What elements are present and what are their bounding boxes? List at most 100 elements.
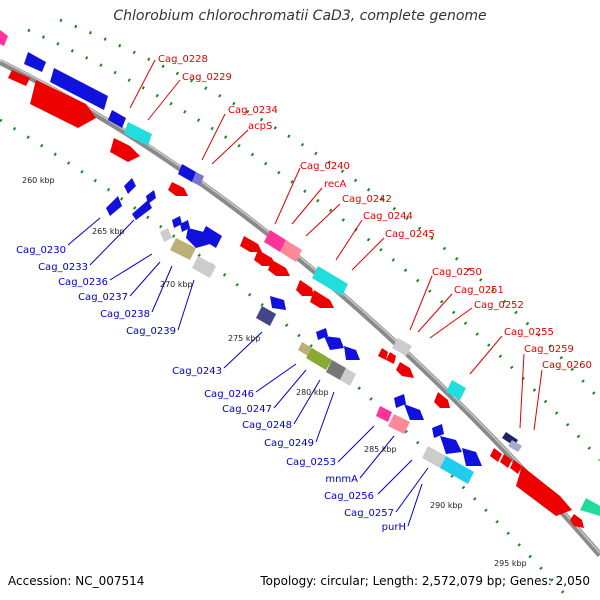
- gene-feature[interactable]: [344, 346, 360, 360]
- gene-label[interactable]: acpS: [248, 121, 272, 132]
- gene-label[interactable]: Cag_0246: [204, 389, 254, 400]
- gene-feature[interactable]: [404, 404, 424, 420]
- gene-feature[interactable]: [508, 440, 522, 452]
- gene-feature[interactable]: [340, 368, 356, 386]
- gene-feature[interactable]: [180, 220, 190, 232]
- gene-label[interactable]: Cag_0255: [504, 327, 554, 338]
- gene-feature[interactable]: [50, 68, 108, 110]
- gene-feature[interactable]: [570, 514, 584, 528]
- gene-label[interactable]: mnmA: [325, 474, 358, 485]
- gene-label[interactable]: Cag_0242: [342, 194, 392, 205]
- gene-feature[interactable]: [146, 190, 156, 204]
- gene-feature[interactable]: [110, 138, 140, 162]
- gene-feature[interactable]: [386, 352, 396, 364]
- gene-feature[interactable]: [510, 460, 522, 474]
- gene-feature[interactable]: [132, 200, 152, 220]
- gene-feature[interactable]: [178, 164, 196, 182]
- gene-label[interactable]: Cag_0248: [242, 420, 292, 431]
- gene-feature[interactable]: [388, 414, 410, 434]
- gene-label[interactable]: Cag_0249: [264, 438, 314, 449]
- gene-feature[interactable]: [124, 122, 152, 146]
- gene-feature[interactable]: [392, 338, 412, 356]
- gene-feature[interactable]: [192, 256, 216, 278]
- gene-feature[interactable]: [254, 250, 276, 266]
- gene-feature[interactable]: [500, 454, 512, 468]
- gene-feature[interactable]: [172, 216, 182, 228]
- ruler-label: 290 kbp: [430, 501, 463, 510]
- gene-label[interactable]: Cag_0233: [38, 262, 88, 273]
- gene-feature[interactable]: [446, 380, 466, 400]
- reverse-genes: [106, 178, 482, 484]
- gene-feature[interactable]: [462, 448, 482, 466]
- gene-feature[interactable]: [240, 236, 262, 252]
- gene-label[interactable]: Cag_0230: [16, 245, 66, 256]
- ruler-label: 275 kbp: [228, 334, 261, 343]
- gene-label[interactable]: Cag_0236: [58, 277, 108, 288]
- gene-feature[interactable]: [326, 360, 346, 380]
- gene-label[interactable]: Cag_0228: [158, 54, 208, 65]
- gene-feature[interactable]: [516, 466, 572, 516]
- ruler-label: 295 kbp: [494, 559, 527, 568]
- gene-feature[interactable]: [124, 178, 136, 194]
- gene-feature[interactable]: [310, 290, 334, 308]
- gene-feature[interactable]: [270, 296, 286, 310]
- gene-feature[interactable]: [440, 436, 462, 454]
- gene-feature[interactable]: [490, 448, 502, 462]
- gene-label[interactable]: Cag_0244: [363, 211, 413, 222]
- gene-feature[interactable]: [434, 392, 450, 408]
- genome-summary-text: Topology: circular; Length: 2,572,079 bp…: [260, 574, 590, 588]
- gene-feature[interactable]: [256, 306, 276, 326]
- gene-label[interactable]: Cag_0259: [524, 344, 574, 355]
- gene-feature[interactable]: [376, 406, 392, 422]
- gene-feature[interactable]: [268, 260, 290, 276]
- gene-label[interactable]: Cag_0260: [542, 360, 592, 371]
- gene-feature[interactable]: [192, 172, 204, 186]
- gene-label[interactable]: purH: [382, 522, 406, 533]
- gene-feature[interactable]: [170, 238, 196, 260]
- gene-label[interactable]: Cag_0247: [222, 404, 272, 415]
- gene-feature[interactable]: [30, 80, 96, 128]
- gene-label[interactable]: Cag_0252: [474, 300, 524, 311]
- gene-feature[interactable]: [378, 348, 388, 360]
- gene-feature[interactable]: [168, 182, 188, 196]
- accession-text: Accession: NC_007514: [8, 574, 145, 588]
- gene-feature[interactable]: [298, 342, 312, 356]
- gene-feature[interactable]: [8, 70, 30, 86]
- gene-feature[interactable]: [440, 456, 474, 484]
- gene-feature[interactable]: [422, 446, 446, 468]
- gene-feature[interactable]: [264, 230, 286, 252]
- forward-leaders: [129, 59, 543, 431]
- gene-label[interactable]: Cag_0229: [182, 72, 232, 83]
- gene-feature[interactable]: [432, 424, 444, 438]
- gene-feature[interactable]: [324, 336, 344, 350]
- gene-feature[interactable]: [200, 226, 222, 248]
- gene-feature[interactable]: [24, 52, 46, 72]
- gene-feature[interactable]: [160, 228, 172, 242]
- gene-feature[interactable]: [106, 196, 122, 216]
- gene-label[interactable]: Cag_0253: [286, 457, 336, 468]
- gene-label[interactable]: Cag_0245: [385, 229, 435, 240]
- gene-label[interactable]: Cag_0234: [228, 105, 278, 116]
- forward-genes: [0, 30, 600, 516]
- gene-feature[interactable]: [580, 498, 600, 516]
- gene-feature[interactable]: [108, 110, 126, 128]
- gene-feature[interactable]: [306, 348, 332, 370]
- gene-feature[interactable]: [280, 240, 302, 262]
- gene-feature[interactable]: [396, 362, 414, 378]
- gene-label[interactable]: Cag_0240: [300, 161, 350, 172]
- gene-feature[interactable]: [0, 30, 8, 46]
- gene-feature[interactable]: [394, 394, 406, 408]
- gene-label[interactable]: Cag_0257: [344, 508, 394, 519]
- gene-label[interactable]: Cag_0238: [100, 309, 150, 320]
- gene-label[interactable]: Cag_0237: [78, 292, 128, 303]
- gene-label[interactable]: Cag_0251: [454, 285, 504, 296]
- gene-label[interactable]: Cag_0256: [324, 491, 374, 502]
- gene-label[interactable]: Cag_0243: [172, 366, 222, 377]
- gene-label[interactable]: Cag_0239: [126, 326, 176, 337]
- gene-label[interactable]: Cag_0250: [432, 267, 482, 278]
- gene-label[interactable]: recA: [324, 179, 347, 190]
- gene-feature[interactable]: [312, 266, 348, 296]
- gene-feature[interactable]: [296, 280, 314, 296]
- outer-tick-rail-2: [59, 18, 600, 401]
